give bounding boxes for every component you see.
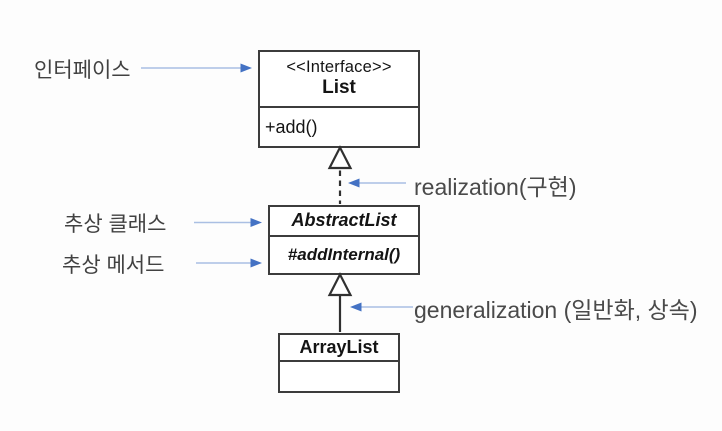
interface-list-class-box: <<Interface>> List +add() xyxy=(258,50,420,148)
abstract-method-pointer-arrowhead-icon xyxy=(250,258,262,268)
abstract-method-annotation-label: 추상 메서드 xyxy=(62,254,165,277)
interface-method-text: +add() xyxy=(265,116,318,137)
abstractlist-title-compartment: AbstractList xyxy=(270,207,418,237)
arraylist-class-box: ArrayList xyxy=(278,333,400,393)
abstract-class-pointer-arrowhead-icon xyxy=(250,218,262,227)
arraylist-class-name: ArrayList xyxy=(299,336,379,357)
abstractlist-class-box: AbstractList #addInternal() xyxy=(268,205,420,275)
interface-list-title-compartment: <<Interface>> List xyxy=(260,52,418,108)
realization-triangle-arrowhead-icon xyxy=(327,145,353,170)
interface-pointer-arrowhead-icon xyxy=(240,63,252,73)
interface-stereotype-text: <<Interface>> xyxy=(286,58,392,77)
realization-pointer-arrowhead-icon xyxy=(348,178,360,188)
realization-annotation-label: realization(구현) xyxy=(414,174,577,200)
interface-annotation-label: 인터페이스 xyxy=(34,59,131,82)
abstractlist-method-compartment: #addInternal() xyxy=(270,237,418,273)
abstractlist-class-name: AbstractList xyxy=(291,210,397,231)
generalization-pointer-arrowhead-icon xyxy=(350,302,362,312)
arraylist-title-compartment: ArrayList xyxy=(280,335,398,362)
interface-method-compartment: +add() xyxy=(260,108,418,146)
arraylist-empty-compartment xyxy=(280,362,398,391)
generalization-triangle-arrowhead-icon xyxy=(327,272,353,297)
generalization-annotation-label: generalization (일반화, 상속) xyxy=(414,297,698,323)
abstractlist-method-text: #addInternal() xyxy=(287,245,401,264)
interface-class-name: List xyxy=(322,77,356,99)
abstract-class-annotation-label: 추상 클래스 xyxy=(64,213,167,236)
